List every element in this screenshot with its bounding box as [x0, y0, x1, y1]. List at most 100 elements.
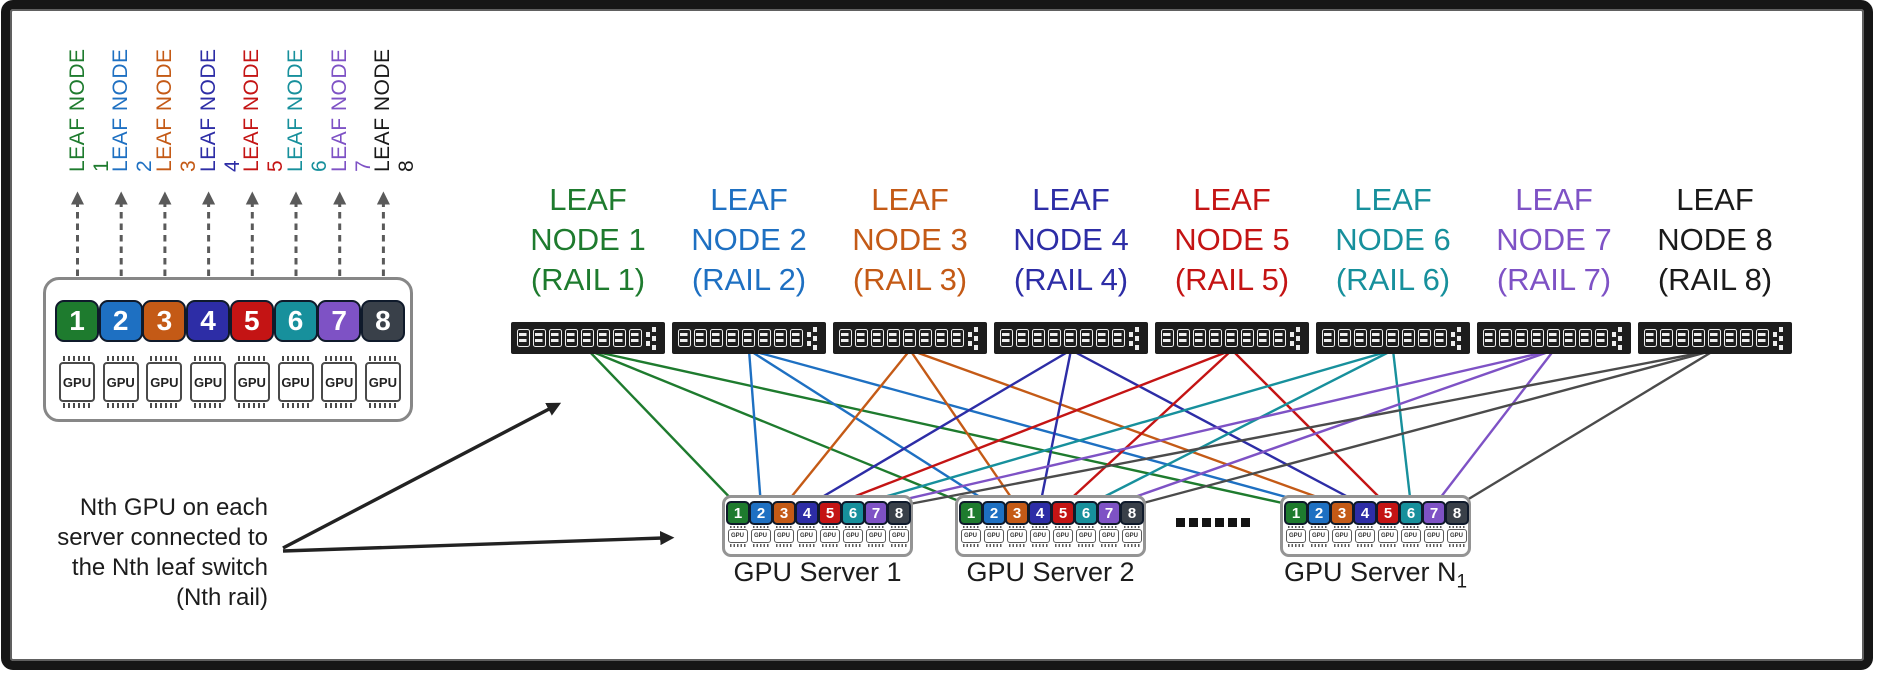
gpu-number-badge: 2: [98, 300, 143, 342]
gpu-number-badge: 8: [887, 501, 911, 525]
leaf-switch-icon: [833, 322, 987, 354]
leaf-node-label-line: NODE 5: [1174, 222, 1290, 257]
switch-port-icon: [1161, 329, 1174, 347]
vertical-leaf-node-label: LEAF NODE 4: [196, 48, 244, 172]
switch-port-icon: [1692, 329, 1705, 347]
gpu-number-badge: 3: [1330, 501, 1354, 525]
leaf-node-label-line: (RAIL 7): [1496, 262, 1612, 297]
leaf-switch-icon: [1155, 322, 1309, 354]
rail-connection-line: [898, 348, 1716, 508]
ellipsis-dots: [1228, 518, 1237, 527]
gpu-number-badge: 3: [1005, 501, 1029, 525]
gpu-number-badge: 6: [841, 501, 865, 525]
switch-port-icon: [1241, 329, 1254, 347]
gpu-chip-icon: GPU: [59, 356, 95, 408]
gpu-number-badge: 8: [360, 300, 405, 342]
rail-connection-line: [829, 348, 1233, 508]
switch-port-icon: [678, 329, 691, 347]
switch-port-icon: [613, 329, 626, 347]
annotation-line: the Nth leaf switch: [71, 554, 268, 581]
gpu-server-schematic: [43, 277, 413, 422]
switch-port-icon: [742, 329, 755, 347]
annotation-arrow: [282, 402, 562, 550]
rail-connection-line: [852, 348, 1394, 508]
switch-port-icon: [629, 329, 642, 347]
gpu-number-badge: 4: [795, 501, 819, 525]
switch-port-icon: [1338, 329, 1351, 347]
leaf-node-label-line: NODE 8: [1657, 222, 1773, 257]
gpu-number-badge: 1: [1284, 501, 1308, 525]
gpu-chip-icon: GPU: [190, 356, 227, 408]
rail-connection-line: [747, 349, 763, 507]
gpu-number-badge: 6: [273, 300, 318, 342]
rail-connection-line: [1391, 349, 1413, 507]
rail-connection-line: [1085, 348, 1394, 508]
gpu-chip-icon: GPU: [1006, 525, 1027, 547]
leaf-switch-icon: [1638, 322, 1792, 354]
vertical-leaf-node-label: LEAF NODE 3: [152, 48, 200, 172]
gpu-chip-icon: GPU: [983, 525, 1004, 547]
gpu-chip-icon: GPU: [960, 525, 981, 547]
switch-port-icon: [774, 329, 787, 347]
gpu-chip-icon: GPU: [146, 356, 183, 408]
annotation-line: (Nth rail): [175, 584, 268, 611]
switch-port-icon: [1402, 329, 1415, 347]
gpu-chip-icon: GPU: [796, 525, 817, 547]
annotation-line: Nth GPU on each: [79, 494, 268, 521]
gpu-number-badge: 5: [1376, 501, 1400, 525]
gpu-chip-icon: GPU: [1029, 525, 1050, 547]
leaf-node-label-line: LEAF: [710, 182, 788, 217]
vertical-leaf-node-label: LEAF NODE 1: [65, 48, 113, 172]
rail-connection-line: [1456, 348, 1716, 508]
switch-led-cluster: [1612, 327, 1623, 349]
switch-port-icon: [1660, 329, 1673, 347]
gpu-number-badge: 8: [1445, 501, 1469, 525]
switch-port-icon: [581, 329, 594, 347]
switch-port-icon: [1644, 329, 1657, 347]
switch-port-icon: [1209, 329, 1222, 347]
switch-port-icon: [1322, 329, 1335, 347]
gpu-number-badge: 4: [1353, 501, 1377, 525]
switch-port-icon: [726, 329, 739, 347]
switch-port-icon: [839, 329, 852, 347]
gpu-chip-icon: GPU: [1423, 525, 1444, 547]
rail-connection-line: [1131, 348, 1716, 508]
annotation-line: server connected to: [57, 524, 268, 551]
gpu-chip-icon: GPU: [1075, 525, 1096, 547]
gpu-chip-icon: GPU: [888, 525, 909, 547]
gpu-number-badge: 1: [55, 300, 99, 342]
gpu-server-label: GPU Server 1: [733, 557, 902, 587]
switch-port-icon: [935, 329, 948, 347]
switch-led-cluster: [1290, 327, 1301, 349]
gpu-chip-icon: GPU: [1308, 525, 1329, 547]
switch-port-icon: [565, 329, 578, 347]
leaf-node-label-line: LEAF: [1193, 182, 1271, 217]
switch-led-cluster: [1773, 327, 1784, 349]
switch-port-icon: [1386, 329, 1399, 347]
switch-port-icon: [1499, 329, 1512, 347]
gpu-chip-icon: GPU: [1446, 525, 1467, 547]
gpu-chip-icon: GPU: [1377, 525, 1398, 547]
switch-port-icon: [1740, 329, 1753, 347]
switch-port-icon: [1595, 329, 1608, 347]
gpu-chip-icon: GPU: [842, 525, 863, 547]
leaf-node-label-line: NODE 3: [852, 222, 968, 257]
annotation-arrow: [282, 530, 675, 553]
switch-port-icon: [855, 329, 868, 347]
rail-connection-line: [783, 349, 911, 507]
switch-port-icon: [517, 329, 530, 347]
gpu-chip-icon: GPU: [102, 356, 139, 408]
gpu-chip-icon: GPU: [321, 356, 358, 408]
switch-port-icon: [1547, 329, 1560, 347]
leaf-node-label-line: (RAIL 2): [691, 262, 807, 297]
switch-port-icon: [758, 329, 771, 347]
switch-port-icon: [533, 329, 546, 347]
switch-port-icon: [549, 329, 562, 347]
switch-port-icon: [1563, 329, 1576, 347]
